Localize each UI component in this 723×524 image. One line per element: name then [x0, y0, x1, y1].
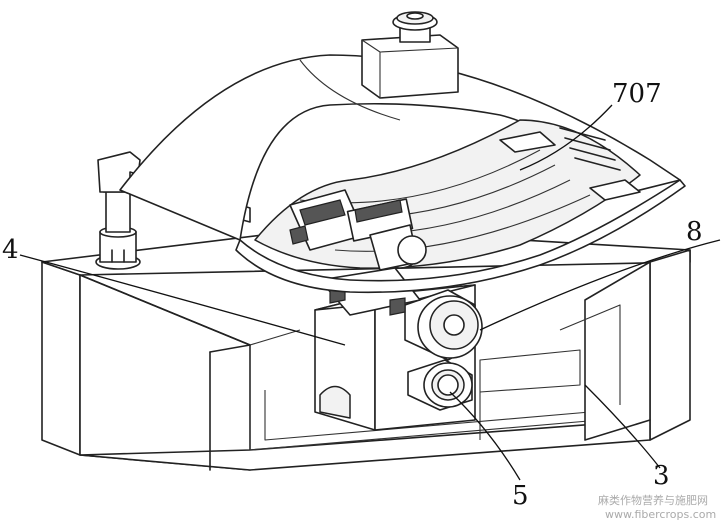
leader-8	[479, 239, 721, 331]
watermark: 麻类作物营养与施肥网 www.fibercrops.com	[598, 493, 716, 521]
label-3: 3	[653, 461, 670, 491]
watermark-line1: 麻类作物营养与施肥网	[598, 493, 708, 507]
label-8: 8	[686, 217, 703, 247]
left-post	[95, 151, 141, 270]
leader-707	[519, 104, 613, 171]
leader-lines	[19, 104, 721, 481]
label-707: 707	[612, 79, 662, 109]
base-frame	[41, 227, 691, 471]
leader-3	[584, 384, 661, 469]
watermark-line2: www.fibercrops.com	[605, 508, 716, 521]
label-4: 4	[2, 235, 19, 265]
top-knob	[361, 11, 459, 99]
part-labels: 707 8 4 3 5	[2, 79, 703, 511]
leader-5	[449, 391, 521, 481]
label-5: 5	[512, 481, 529, 511]
internal-motor-assembly	[289, 189, 427, 271]
leader-4	[19, 254, 346, 346]
drum-roller	[404, 289, 483, 361]
